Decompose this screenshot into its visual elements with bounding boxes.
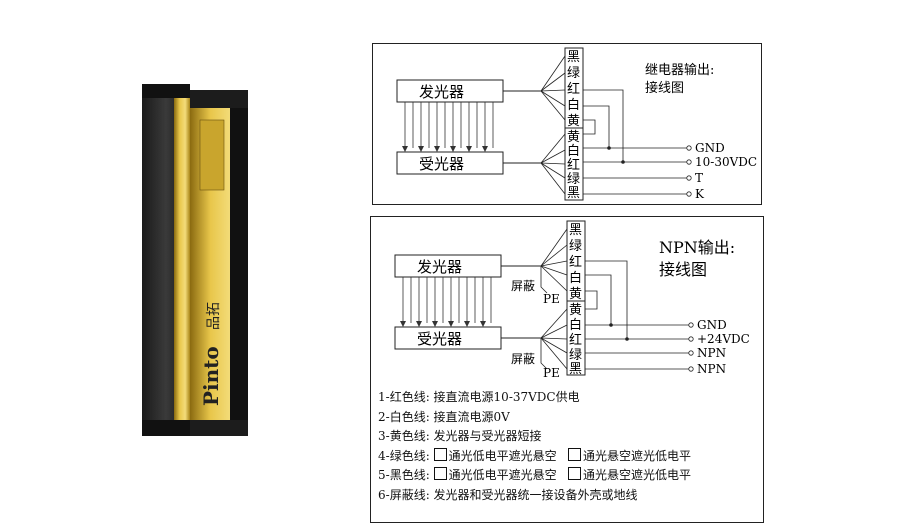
wire-color-bottom-1: 黄 (567, 130, 580, 145)
legend-line-4-option-a: 通光低电平遮光悬空 (448, 448, 557, 463)
legend-line-2: 2-白色线: 接直流电源0V (378, 409, 510, 424)
wire-color-top-5: 黄 (567, 114, 580, 129)
wire-color-top-1: 黑 (567, 50, 580, 65)
terminal-power: 10-30VDC (695, 155, 757, 169)
legend-line-4: 4-绿色线: 通光低电平遮光悬空 通光悬空遮光低电平 (378, 447, 768, 467)
npn-wire-color-top-1: 黑 (569, 223, 582, 238)
wire-color-top-3: 红 (567, 81, 580, 97)
npn-wire-color-top-3: 红 (569, 254, 582, 270)
pe-label-bottom: PE (543, 366, 560, 380)
terminal-k: K (695, 187, 705, 201)
brand-cn-text: 品拓 (206, 302, 222, 330)
wire-color-top-2: 绿 (567, 66, 580, 81)
npn-wire-color-top-5: 黄 (569, 287, 582, 302)
wire-color-bottom-4: 绿 (567, 172, 580, 187)
emitter-label: 发光器 (419, 83, 464, 101)
npn-wire-color-top-4: 白 (569, 270, 582, 286)
shield-label-top: 屏蔽 (511, 279, 535, 293)
terminal-gnd: GND (695, 141, 725, 155)
relay-wiring-panel: 发光器 受光器 (372, 43, 762, 205)
npn-wire-color-bottom-3: 红 (569, 332, 582, 348)
checkbox-icon (568, 467, 582, 481)
legend-line-5-prefix: 5-黑色线: (378, 468, 430, 483)
legend-line-5-option-a: 通光低电平遮光悬空 (448, 468, 557, 483)
npn-terminal-npn-2: NPN (697, 362, 726, 376)
shield-label-bottom: 屏蔽 (511, 352, 535, 366)
brand-logo-text: Pinto (199, 346, 223, 406)
receiver-label: 受光器 (419, 155, 464, 173)
wire-color-bottom-3: 红 (567, 157, 580, 173)
legend-line-5: 5-黑色线: 通光低电平遮光悬空 通光悬空遮光低电平 (378, 466, 768, 486)
wire-color-bottom-5: 黑 (567, 186, 580, 201)
terminal-t: T (695, 171, 703, 185)
npn-emitter-label: 发光器 (417, 258, 462, 276)
legend-line-1: 1-红色线: 接直流电源10-37VDC供电 (378, 390, 580, 404)
legend-line-5-option-b: 通光悬空遮光低电平 (583, 468, 692, 483)
npn-wire-color-bottom-4: 绿 (569, 348, 582, 363)
npn-title-line1: NPN输出: (659, 238, 735, 257)
npn-wire-color-bottom-1: 黄 (569, 303, 582, 318)
legend-line-6: 6-屏蔽线: 发光器和受光器统一接设备外壳或地线 (378, 487, 638, 502)
npn-wire-color-top-2: 绿 (569, 239, 582, 254)
npn-terminal-power: +24VDC (697, 332, 750, 346)
relay-title-line1: 继电器输出: (645, 62, 714, 78)
light-curtain-product-image: Pinto 品拓 (130, 80, 270, 440)
wire-color-bottom-2: 白 (567, 143, 580, 159)
legend-line-3: 3-黄色线: 发光器与受光器短接 (378, 429, 542, 444)
legend-line-4-option-b: 通光悬空遮光低电平 (583, 448, 692, 463)
relay-title-line2: 接线图 (645, 80, 684, 96)
checkbox-icon (433, 447, 447, 461)
pe-label-top: PE (543, 292, 560, 306)
npn-terminal-npn-1: NPN (697, 346, 726, 360)
legend-line-4-prefix: 4-绿色线: (378, 448, 430, 463)
checkbox-icon (433, 467, 447, 481)
npn-receiver-label: 受光器 (417, 330, 462, 348)
npn-wire-color-bottom-2: 白 (569, 317, 582, 333)
npn-terminal-gnd: GND (697, 318, 727, 332)
wire-legend: 1-红色线: 接直流电源10-37VDC供电 2-白色线: 接直流电源0V 3-… (378, 388, 768, 506)
npn-wire-color-bottom-5: 黑 (569, 362, 582, 377)
checkbox-icon (568, 447, 582, 461)
npn-wiring-panel: 发光器 受光器 屏蔽 PE (370, 216, 764, 523)
npn-title-line2: 接线图 (659, 260, 707, 279)
wire-color-top-4: 白 (567, 97, 580, 113)
